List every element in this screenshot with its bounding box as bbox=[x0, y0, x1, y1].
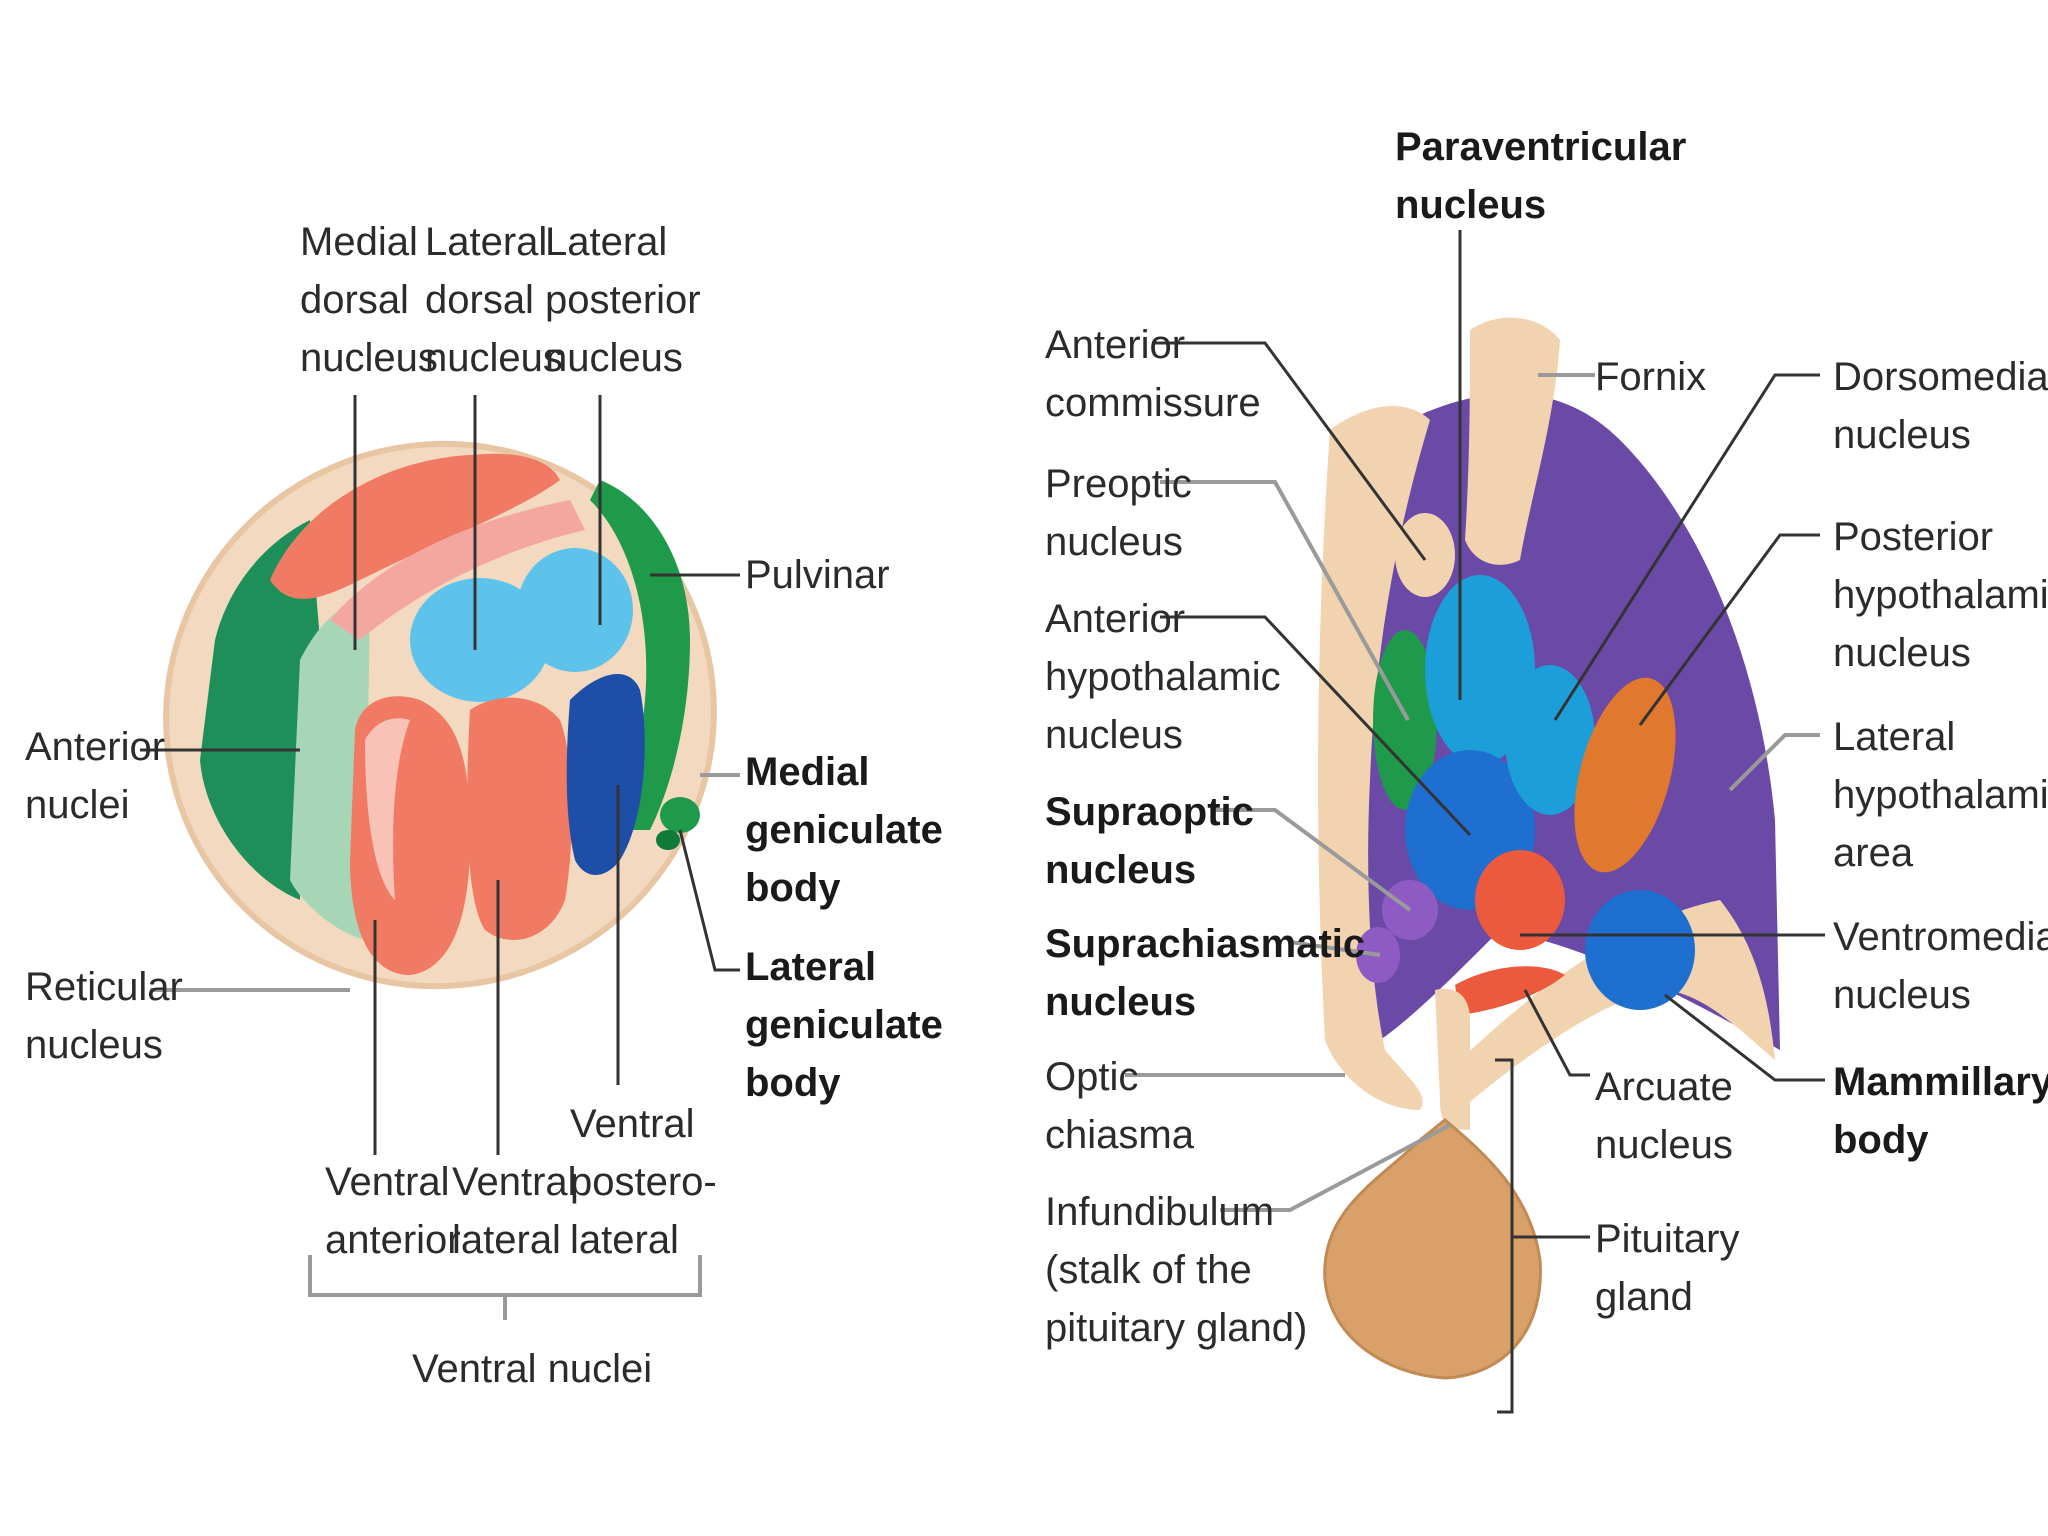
lateral-posterior-shape bbox=[517, 548, 633, 672]
ventral-lateral-shape bbox=[467, 697, 572, 940]
label-ventral-lateral: Ventral lateral bbox=[452, 1160, 588, 1262]
preoptic-nucleus-shape bbox=[1373, 630, 1437, 810]
label-infundibulum: Infundibulum (stalk of the pituitary gla… bbox=[1045, 1190, 1307, 1350]
dorsomedial-nucleus-shape bbox=[1505, 665, 1595, 815]
label-medial-dorsal: Medial dorsal nucleus bbox=[300, 220, 438, 380]
posterior-hypothalamic-shape bbox=[1574, 677, 1676, 873]
thalamus-illustration bbox=[163, 440, 717, 990]
hypothalamus-leader-lines bbox=[1125, 230, 1825, 1414]
thalamus-labels: Medial dorsal nucleus Lateral dorsal nuc… bbox=[25, 220, 954, 1391]
label-lateral-hypothalamic: Lateral hypothalamic area bbox=[1833, 715, 2048, 875]
label-anterior-nuclei: Anterior nuclei bbox=[25, 725, 176, 827]
label-preoptic: Preoptic nucleus bbox=[1045, 462, 1203, 564]
lateral-geniculate-shape bbox=[656, 830, 680, 850]
label-fornix: Fornix bbox=[1595, 355, 1706, 399]
label-arcuate: Arcuate nucleus bbox=[1595, 1065, 1744, 1167]
label-optic-chiasma: Optic chiasma bbox=[1045, 1055, 1195, 1157]
label-ventromedial: Ventromedial nucleus bbox=[1833, 915, 2048, 1017]
label-anterior-commissure: Anterior commissure bbox=[1045, 323, 1261, 425]
fornix-shape bbox=[1465, 317, 1560, 565]
label-ventral-anterior: Ventral anterior bbox=[325, 1160, 461, 1262]
arcuate-nucleus-shape bbox=[1455, 966, 1565, 1015]
label-lateral-geniculate: Lateral geniculate body bbox=[745, 945, 954, 1105]
medial-geniculate-shape bbox=[660, 797, 700, 833]
ventromedial-nucleus-shape bbox=[1475, 850, 1565, 950]
label-mammillary: Mammillary body bbox=[1833, 1060, 2048, 1162]
lateral-dorsal-shape bbox=[410, 578, 550, 702]
label-lateral-dorsal: Lateral dorsal nucleus bbox=[425, 220, 563, 380]
medial-dorsal-ridge bbox=[330, 500, 585, 640]
label-pituitary: Pituitary gland bbox=[1595, 1217, 1751, 1319]
label-ventral-nuclei: Ventral nuclei bbox=[412, 1347, 652, 1391]
label-paraventricular: Paraventricular nucleus bbox=[1395, 125, 1697, 227]
label-suprachiasmatic: Suprachiasmatic nucleus bbox=[1045, 922, 1376, 1024]
ventral-posterolateral-shape bbox=[566, 673, 645, 875]
anterior-commissure-shape bbox=[1395, 513, 1455, 597]
label-reticular: Reticular nucleus bbox=[25, 965, 194, 1067]
anterior-nuclei-shape bbox=[200, 520, 320, 900]
label-lateral-posterior: Lateral posterior nucleus bbox=[545, 220, 712, 380]
infundibulum-shape bbox=[1435, 988, 1470, 1130]
ventral-anterior-highlight bbox=[365, 718, 410, 900]
label-ventral-posterolateral: Ventral postero- lateral bbox=[570, 1102, 728, 1262]
mammillary-body-shape bbox=[1585, 890, 1695, 1010]
third-ventricle-wall bbox=[1318, 406, 1430, 1110]
label-posterior-hypothalamic: Posterior hypothalamic nucleus bbox=[1833, 515, 2048, 675]
label-pulvinar: Pulvinar bbox=[745, 553, 890, 597]
pituitary-shape bbox=[1323, 1118, 1542, 1380]
label-dorsomedial: Dorsomedial nucleus bbox=[1833, 355, 2048, 457]
label-supraoptic: Supraoptic nucleus bbox=[1045, 790, 1265, 892]
label-anterior-hypothalamic: Anterior hypothalamic nucleus bbox=[1045, 597, 1292, 757]
hypothalamus-illustration bbox=[1318, 317, 1780, 1380]
pulvinar-shape bbox=[590, 480, 690, 830]
label-medial-geniculate: Medial geniculate body bbox=[745, 750, 954, 910]
thalamus-leader-lines bbox=[140, 395, 740, 1320]
hypothalamus-labels: Paraventricular nucleus Anterior commiss… bbox=[1045, 125, 2048, 1350]
medial-dorsal-shape bbox=[270, 453, 560, 599]
reticular-band-shape bbox=[290, 600, 370, 940]
